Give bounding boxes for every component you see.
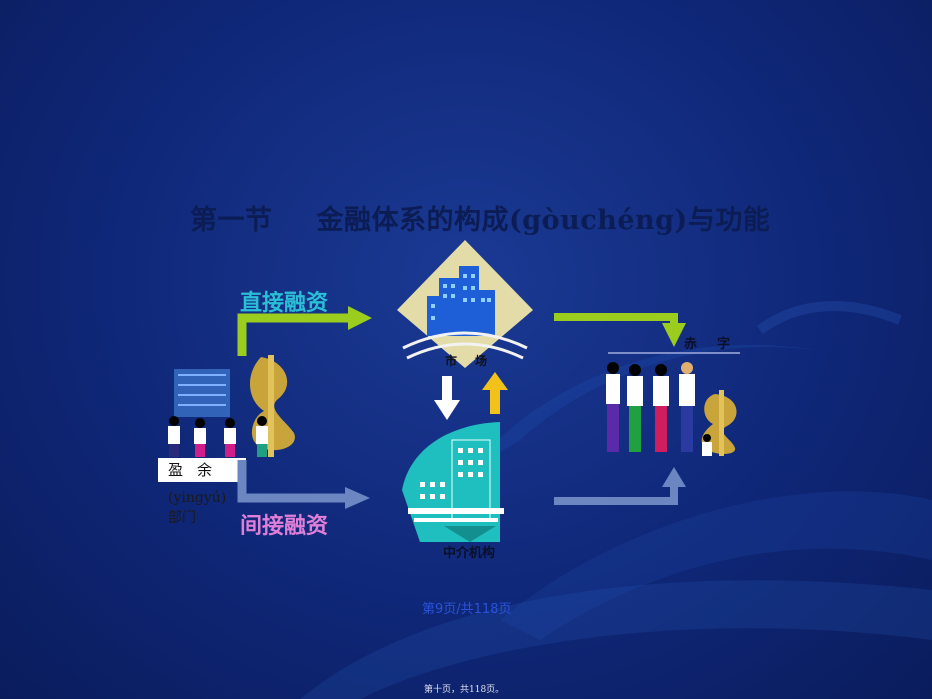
direct-financing-arrow <box>237 306 372 356</box>
page-note: 第9页/共118页 <box>422 602 512 617</box>
title-section: 第一节 <box>190 205 273 236</box>
deficit-underline <box>608 352 740 354</box>
down-arrow <box>434 376 460 420</box>
deficit-people-icon <box>606 362 737 456</box>
market-label: 市场 <box>445 354 506 368</box>
surplus-sub-label: (yingyú)部门 <box>168 490 227 526</box>
direct-financing-label: 直接融资 <box>240 291 329 316</box>
surplus-people-icon <box>168 355 295 457</box>
agency-building-icon <box>402 422 504 542</box>
surplus-label: 盈余 <box>158 458 246 482</box>
page-footer: 第十页，共118页。 <box>424 685 505 695</box>
agency-to-deficit-arrow <box>554 467 686 505</box>
agency-label: 中介机构 <box>443 546 496 561</box>
indirect-financing-arrow <box>237 460 370 509</box>
indirect-financing-label: 间接融资 <box>240 514 329 539</box>
title-text: 金融体系的构成(gòuchéng)与功能 <box>316 205 771 236</box>
market-building-icon <box>397 240 533 368</box>
page-title: 第一节 金融体系的构成(gòuchéng)与功能 <box>190 198 770 237</box>
up-arrow <box>482 372 508 414</box>
market-to-deficit-arrow <box>554 313 686 347</box>
deficit-label: 赤字 <box>684 337 751 352</box>
